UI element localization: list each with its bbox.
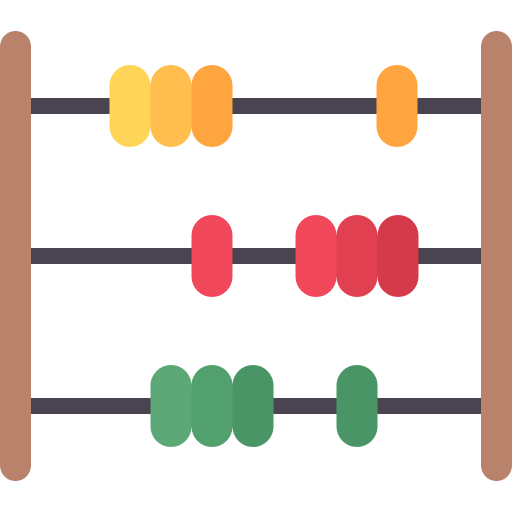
rod-top — [16, 98, 496, 114]
bead-top-3 — [191, 65, 233, 147]
bead-bottom-2 — [191, 365, 233, 447]
bead-top-1 — [109, 65, 151, 147]
beads — [109, 65, 419, 447]
left-post — [0, 31, 31, 481]
rod-middle — [16, 248, 496, 264]
bead-middle-4 — [377, 215, 419, 297]
bead-top-4 — [376, 65, 418, 147]
bead-middle-2 — [295, 215, 337, 297]
bead-bottom-1 — [150, 365, 192, 447]
bead-top-2 — [150, 65, 192, 147]
frame — [0, 31, 512, 481]
bead-bottom-4 — [336, 365, 378, 447]
right-post — [481, 31, 512, 481]
bead-middle-1 — [191, 215, 233, 297]
bead-middle-3 — [336, 215, 378, 297]
bead-bottom-3 — [232, 365, 274, 447]
